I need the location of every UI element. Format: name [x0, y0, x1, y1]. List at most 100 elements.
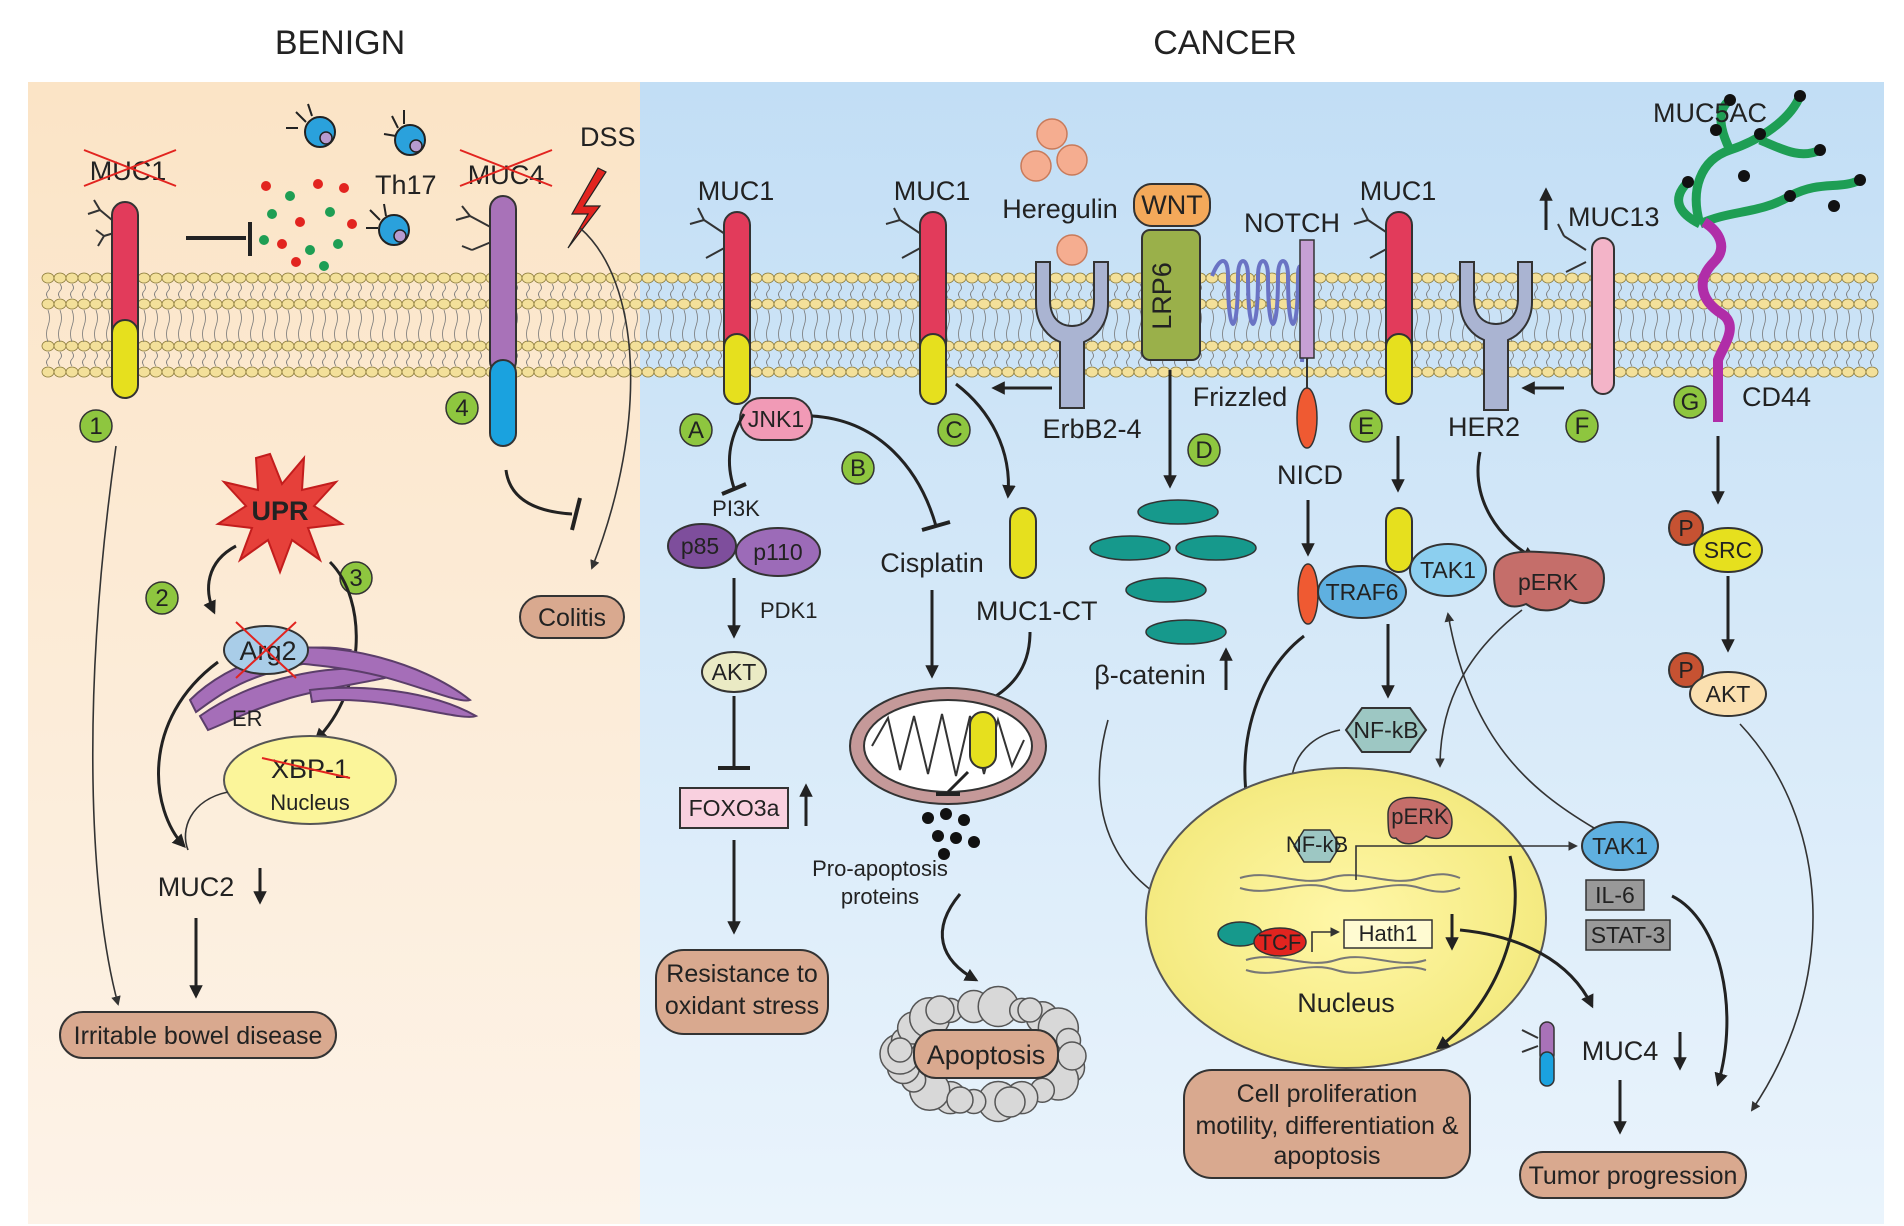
- lipid-head: [845, 298, 859, 310]
- lipid-tail: [166, 283, 170, 299]
- lipid-head: [1013, 298, 1027, 310]
- lipid-head: [977, 298, 991, 310]
- lipid-tail: [1222, 309, 1226, 343]
- upr-label: UPR: [251, 496, 308, 526]
- lipid-head: [1637, 298, 1651, 310]
- lipid-tail: [1834, 283, 1838, 299]
- muc4-benign-label: MUC4: [468, 160, 545, 190]
- lipid-tail: [382, 351, 386, 367]
- lipid-head: [653, 272, 667, 284]
- lipid-tail: [646, 351, 650, 367]
- apoptotic-cell-icon: [879, 985, 1087, 1123]
- apoptotic-bubble: [887, 1037, 913, 1063]
- muc1-ct-label: MUC1-CT: [976, 596, 1098, 626]
- lipid-tail: [1798, 283, 1802, 299]
- lipid-tail: [178, 283, 182, 299]
- lipid-head: [1433, 340, 1447, 352]
- hath1-label: Hath1: [1359, 921, 1418, 946]
- lipid-tail: [1810, 309, 1814, 343]
- lipid-tail: [1282, 283, 1286, 299]
- lipid-head: [1781, 272, 1795, 284]
- lipid-head: [1241, 340, 1255, 352]
- lipid-tail: [1210, 351, 1214, 367]
- inhibit-bar: [721, 482, 747, 496]
- lipid-head: [77, 298, 91, 310]
- lipid-tail: [1222, 283, 1226, 299]
- mitochondrion-icon: [849, 687, 1047, 805]
- lipid-head: [1001, 272, 1015, 284]
- lipid-tail: [850, 309, 854, 343]
- lipid-head: [425, 272, 439, 284]
- cd44-label: CD44: [1742, 382, 1811, 412]
- lipid-tail: [1378, 283, 1382, 299]
- lipid-head: [1229, 340, 1243, 352]
- lipid-tail: [982, 309, 986, 343]
- lipid-tail: [1678, 309, 1682, 343]
- lipid-tail: [358, 351, 362, 367]
- lipid-tail: [250, 351, 254, 367]
- lipid-head: [1061, 298, 1075, 310]
- lipid-tail: [82, 351, 86, 367]
- lipid-head: [617, 366, 631, 378]
- lipid-head: [569, 340, 583, 352]
- lipid-head: [281, 298, 295, 310]
- lipid-tail: [574, 283, 578, 299]
- lipid-head: [581, 272, 595, 284]
- lipid-tail: [970, 309, 974, 343]
- lipid-head: [65, 366, 79, 378]
- dss-arrow: [579, 227, 632, 570]
- lipid-head: [1313, 272, 1327, 284]
- nicd-label: NICD: [1277, 460, 1343, 490]
- lipid-tail: [238, 351, 242, 367]
- tak1-b-label: TAK1: [1592, 833, 1648, 859]
- lipid-head: [629, 298, 643, 310]
- lipid-tail: [1198, 351, 1202, 367]
- lipid-head: [1001, 298, 1015, 310]
- lipid-head: [269, 366, 283, 378]
- lipid-tail: [166, 309, 170, 343]
- lipid-head: [1109, 366, 1123, 378]
- lipid-tail: [658, 351, 662, 367]
- lipid-tail: [874, 309, 878, 343]
- lipid-head: [281, 340, 295, 352]
- lipid-head: [1757, 340, 1771, 352]
- lipid-tail: [1702, 309, 1706, 343]
- lipid-head: [53, 340, 67, 352]
- lipid-tail: [682, 351, 686, 367]
- lipid-tail: [214, 283, 218, 299]
- lipid-head: [1805, 272, 1819, 284]
- lipid-tail: [1522, 351, 1526, 367]
- lipid-head: [269, 272, 283, 284]
- muc1-to-ct-arrow: [955, 382, 1016, 499]
- lipid-tail: [1654, 309, 1658, 343]
- lipid-tail: [334, 351, 338, 367]
- lipid-tail: [1642, 283, 1646, 299]
- lipid-tail: [1750, 309, 1754, 343]
- lipid-head: [1037, 366, 1051, 378]
- jnk1-inhibit-bar: [921, 520, 951, 532]
- xbp1-to-muc2-arrow: [184, 791, 229, 851]
- lipid-head: [989, 366, 1003, 378]
- lipid-tail: [874, 283, 878, 299]
- lipid-head: [1373, 340, 1387, 352]
- lipid-head: [77, 340, 91, 352]
- lipid-head: [1109, 298, 1123, 310]
- lipid-tail: [1546, 283, 1550, 299]
- lipid-head: [257, 272, 271, 284]
- lipid-tail: [706, 309, 710, 343]
- lipid-tail: [670, 309, 674, 343]
- lipid-head: [437, 366, 451, 378]
- lipid-tail: [154, 283, 158, 299]
- lipid-head: [1445, 272, 1459, 284]
- lipid-tail: [862, 309, 866, 343]
- lipid-tail: [850, 351, 854, 367]
- lipid-head: [221, 272, 235, 284]
- lipid-tail: [898, 351, 902, 367]
- lipid-tail: [394, 309, 398, 343]
- lipid-head: [89, 298, 103, 310]
- lipid-tail: [478, 283, 482, 299]
- lipid-head: [329, 272, 343, 284]
- step-b: B: [850, 455, 866, 482]
- lipid-head: [41, 366, 55, 378]
- lipid-head: [377, 272, 391, 284]
